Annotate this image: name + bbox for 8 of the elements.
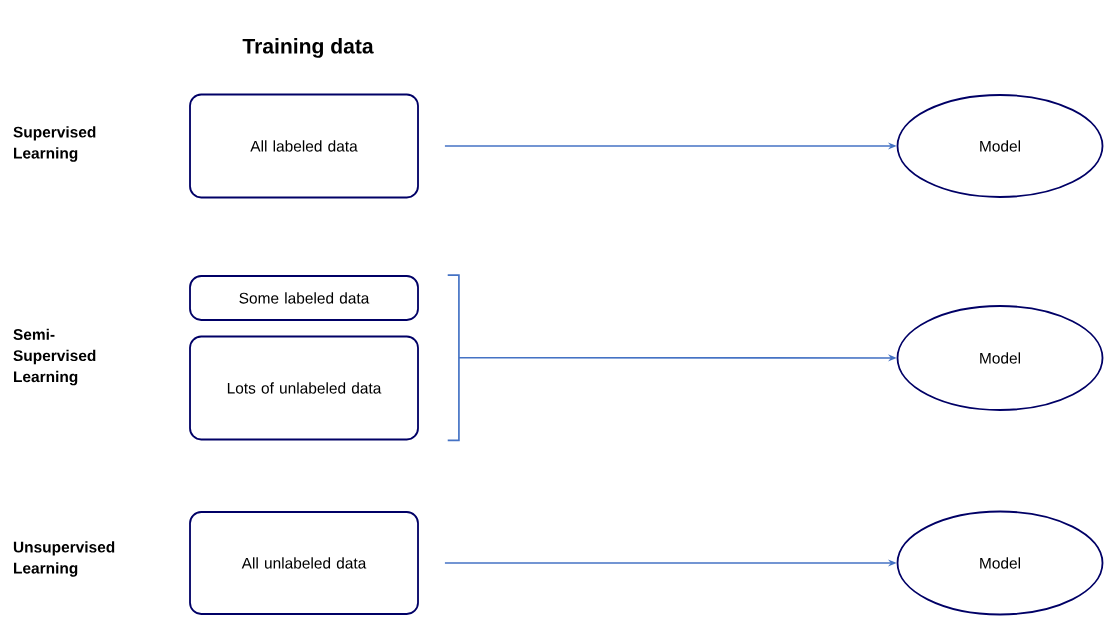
row-label: Unsupervised Learning bbox=[13, 541, 115, 577]
row-label: Supervised Learning bbox=[13, 126, 96, 162]
data-box: Some labeled data bbox=[189, 275, 419, 321]
column-heading: Training data bbox=[242, 38, 374, 58]
data-box: Lots of unlabeled data bbox=[189, 335, 419, 441]
row-label: Semi-Supervised Learning bbox=[13, 328, 96, 386]
data-box: All unlabeled data bbox=[189, 511, 419, 615]
data-box: All labeled data bbox=[189, 93, 419, 199]
